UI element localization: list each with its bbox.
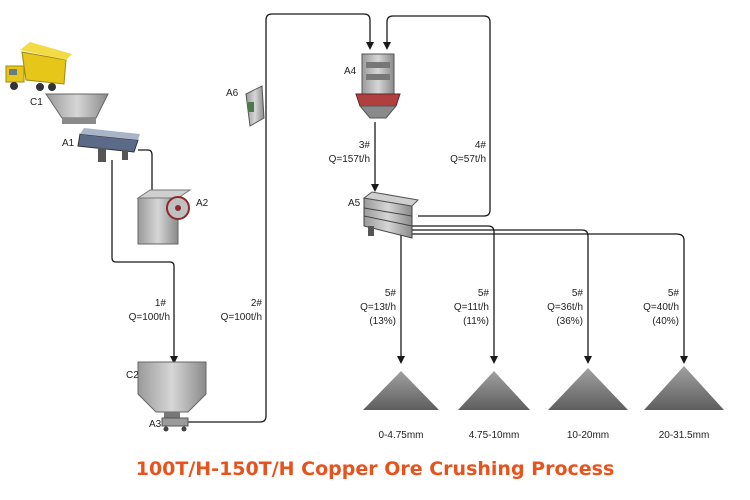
arrow-5b — [490, 356, 498, 364]
flow-line-5a — [395, 221, 412, 358]
dump-truck — [5, 42, 72, 91]
flow-lines — [111, 13, 688, 423]
arrow-2 — [366, 42, 374, 50]
stream-4-flow: Q=57t/h — [450, 154, 486, 165]
stream-1-id: 1# — [155, 298, 167, 309]
product-size: 10-20mm — [567, 430, 609, 441]
arrow-4 — [383, 42, 391, 50]
product-1: 5# Q=11t/h (11%) 4.75-10mm — [454, 288, 519, 441]
feeder-a6 — [245, 85, 265, 127]
product-2: 5# Q=36t/h (36%) 10-20mm — [547, 288, 609, 441]
belt-feeder-a3 — [161, 417, 189, 432]
product-flow: Q=36t/h — [547, 302, 583, 313]
product-0: 5# Q=13t/h (13%) 0-4.75mm — [360, 288, 423, 441]
stream-2-flow: Q=100t/h — [221, 312, 262, 323]
flow-line-a1-a2 — [138, 149, 153, 195]
flow-line-2 — [186, 13, 371, 423]
stream-2-id: 2# — [251, 298, 263, 309]
label-a2: A2 — [196, 198, 209, 209]
flow-line-1 — [111, 160, 175, 358]
flow-line-5c — [412, 229, 589, 358]
product-size: 4.75-10mm — [469, 430, 520, 441]
stream-1-flow: Q=100t/h — [129, 312, 170, 323]
label-c2: C2 — [126, 370, 139, 381]
product-stream-id: 5# — [385, 288, 397, 299]
label-a3: A3 — [149, 419, 162, 430]
label-a6: A6 — [226, 88, 239, 99]
diagram-title: 100T/H-150T/H Copper Ore Crushing Proces… — [135, 458, 615, 480]
stream-3-flow: Q=157t/h — [329, 154, 370, 165]
product-size: 0-4.75mm — [378, 430, 423, 441]
stream-labels: 1# Q=100t/h 2# Q=100t/h 3# Q=157t/h 4# Q… — [129, 140, 487, 323]
product-percent: (11%) — [463, 316, 489, 327]
stream-4-id: 4# — [475, 140, 487, 151]
flow-line-5b — [412, 225, 495, 358]
label-c1: C1 — [30, 97, 43, 108]
pile-0-4.75 — [363, 371, 439, 410]
hopper-c1 — [45, 93, 109, 124]
stream-3-id: 3# — [359, 140, 371, 151]
cone-crusher-a4 — [355, 53, 401, 119]
arrow-5c — [584, 356, 592, 364]
label-a5: A5 — [348, 198, 361, 209]
arrow-5a — [397, 356, 405, 364]
product-stream-id: 5# — [668, 288, 680, 299]
vibrating-feeder-a1 — [77, 128, 140, 162]
arrow-3 — [371, 184, 379, 192]
product-3: 5# Q=40t/h (40%) 20-31.5mm — [643, 288, 709, 441]
product-labels: 5# Q=13t/h (13%) 0-4.75mm 5# Q=11t/h (11… — [360, 288, 709, 441]
label-a4: A4 — [344, 66, 357, 77]
product-percent: (40%) — [652, 316, 679, 327]
pile-4.75-10 — [458, 371, 530, 410]
jaw-crusher-a2 — [136, 189, 192, 245]
product-flow: Q=13t/h — [360, 302, 396, 313]
product-flow: Q=11t/h — [454, 302, 489, 313]
product-piles — [363, 366, 724, 410]
equipment-labels: C1 A1 A2 A6 C2 A3 A4 A5 — [30, 66, 361, 430]
product-flow: Q=40t/h — [643, 302, 679, 313]
bin-c2 — [137, 361, 207, 418]
pile-10-20 — [548, 368, 628, 410]
product-stream-id: 5# — [478, 288, 490, 299]
vibrating-screen-a5 — [362, 191, 420, 239]
pile-20-31.5 — [644, 366, 724, 410]
product-percent: (36%) — [556, 316, 583, 327]
arrow-1 — [170, 356, 178, 364]
flow-line-5d — [412, 233, 685, 358]
arrow-5d — [680, 356, 688, 364]
label-a1: A1 — [62, 138, 75, 149]
product-stream-id: 5# — [572, 288, 584, 299]
product-size: 20-31.5mm — [659, 430, 710, 441]
flow-line-4 — [386, 15, 491, 217]
product-percent: (13%) — [369, 316, 396, 327]
